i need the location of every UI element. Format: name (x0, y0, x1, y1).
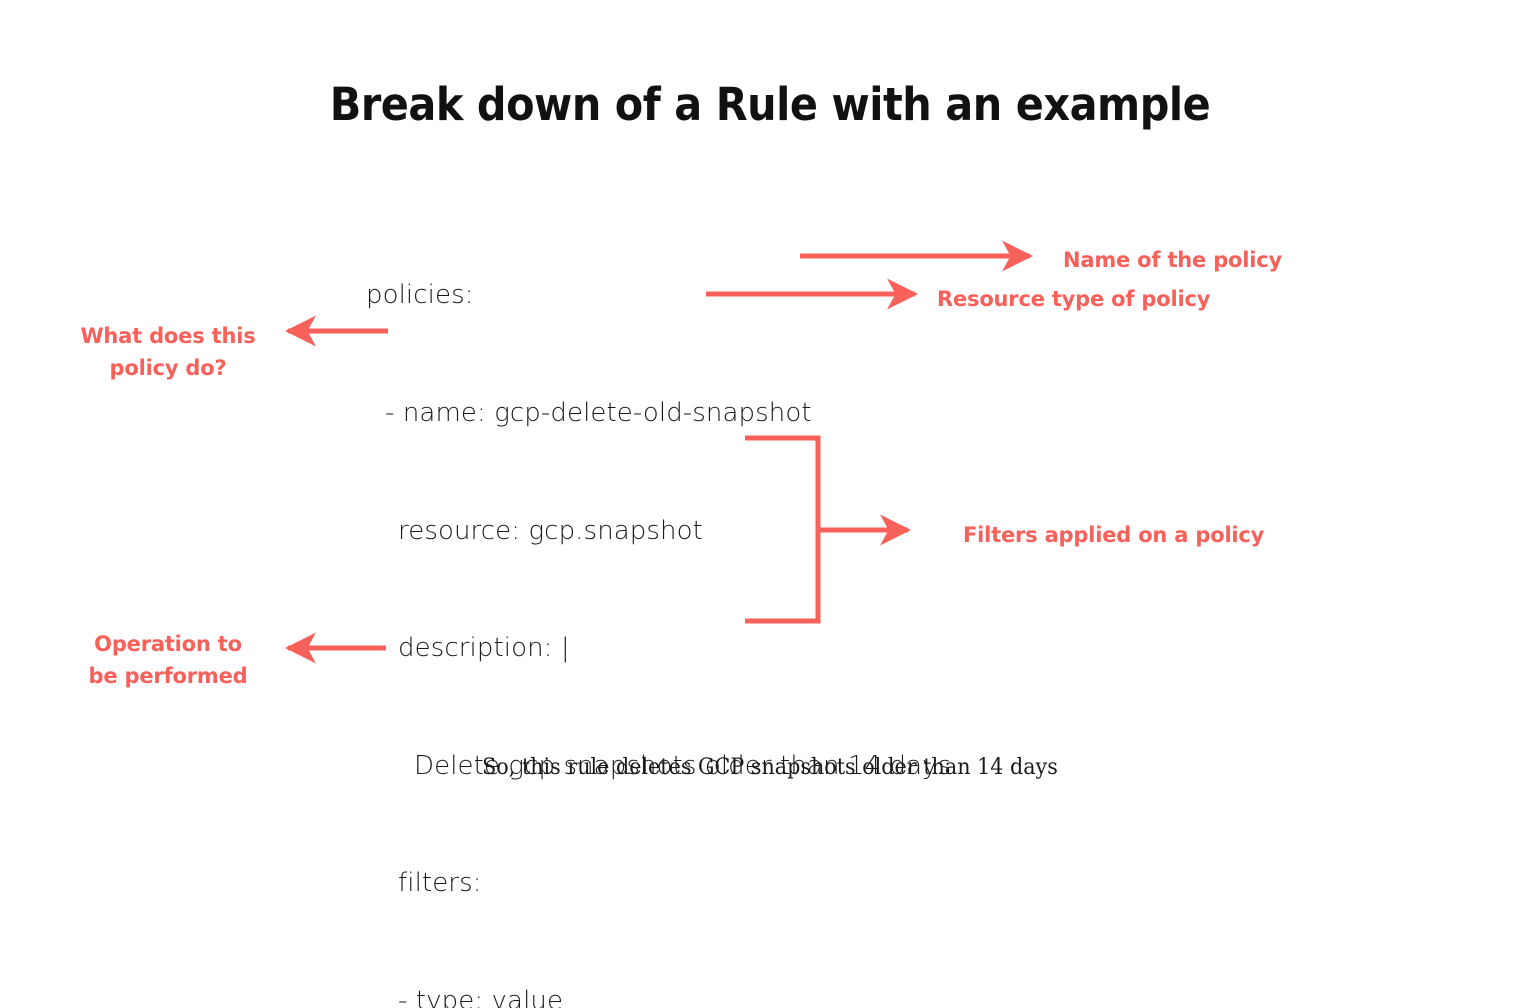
annotation-what-does-policy-do: What does this policy do? (80, 324, 256, 380)
yaml-line-name: - name: gcp-delete-old-snapshot (385, 398, 812, 428)
yaml-policy-block: policies: - name: gcp-delete-old-snapsho… (366, 198, 951, 1008)
yaml-line-policies: policies: (366, 280, 474, 311)
annotation-operation-to-be-performed: Operation to be performed (88, 632, 248, 688)
annotation-resource-type: Resource type of policy (937, 287, 1211, 311)
summary-caption: So, this rule deletes GCP snapshots olde… (482, 755, 1058, 780)
page-title: Break down of a Rule with an example (329, 78, 1211, 131)
annotation-name-of-policy: Name of the policy (1063, 248, 1282, 272)
yaml-line-resource: resource: gcp.snapshot (398, 515, 703, 546)
annotation-filters-applied: Filters applied on a policy (963, 523, 1265, 547)
yaml-line-filter-type: - type: value (398, 985, 564, 1008)
yaml-line-filters: filters: (398, 868, 482, 899)
yaml-line-description: description: | (398, 633, 570, 664)
yaml-line-description-text: Delete gcp snapshots older than 14 days (414, 750, 952, 781)
